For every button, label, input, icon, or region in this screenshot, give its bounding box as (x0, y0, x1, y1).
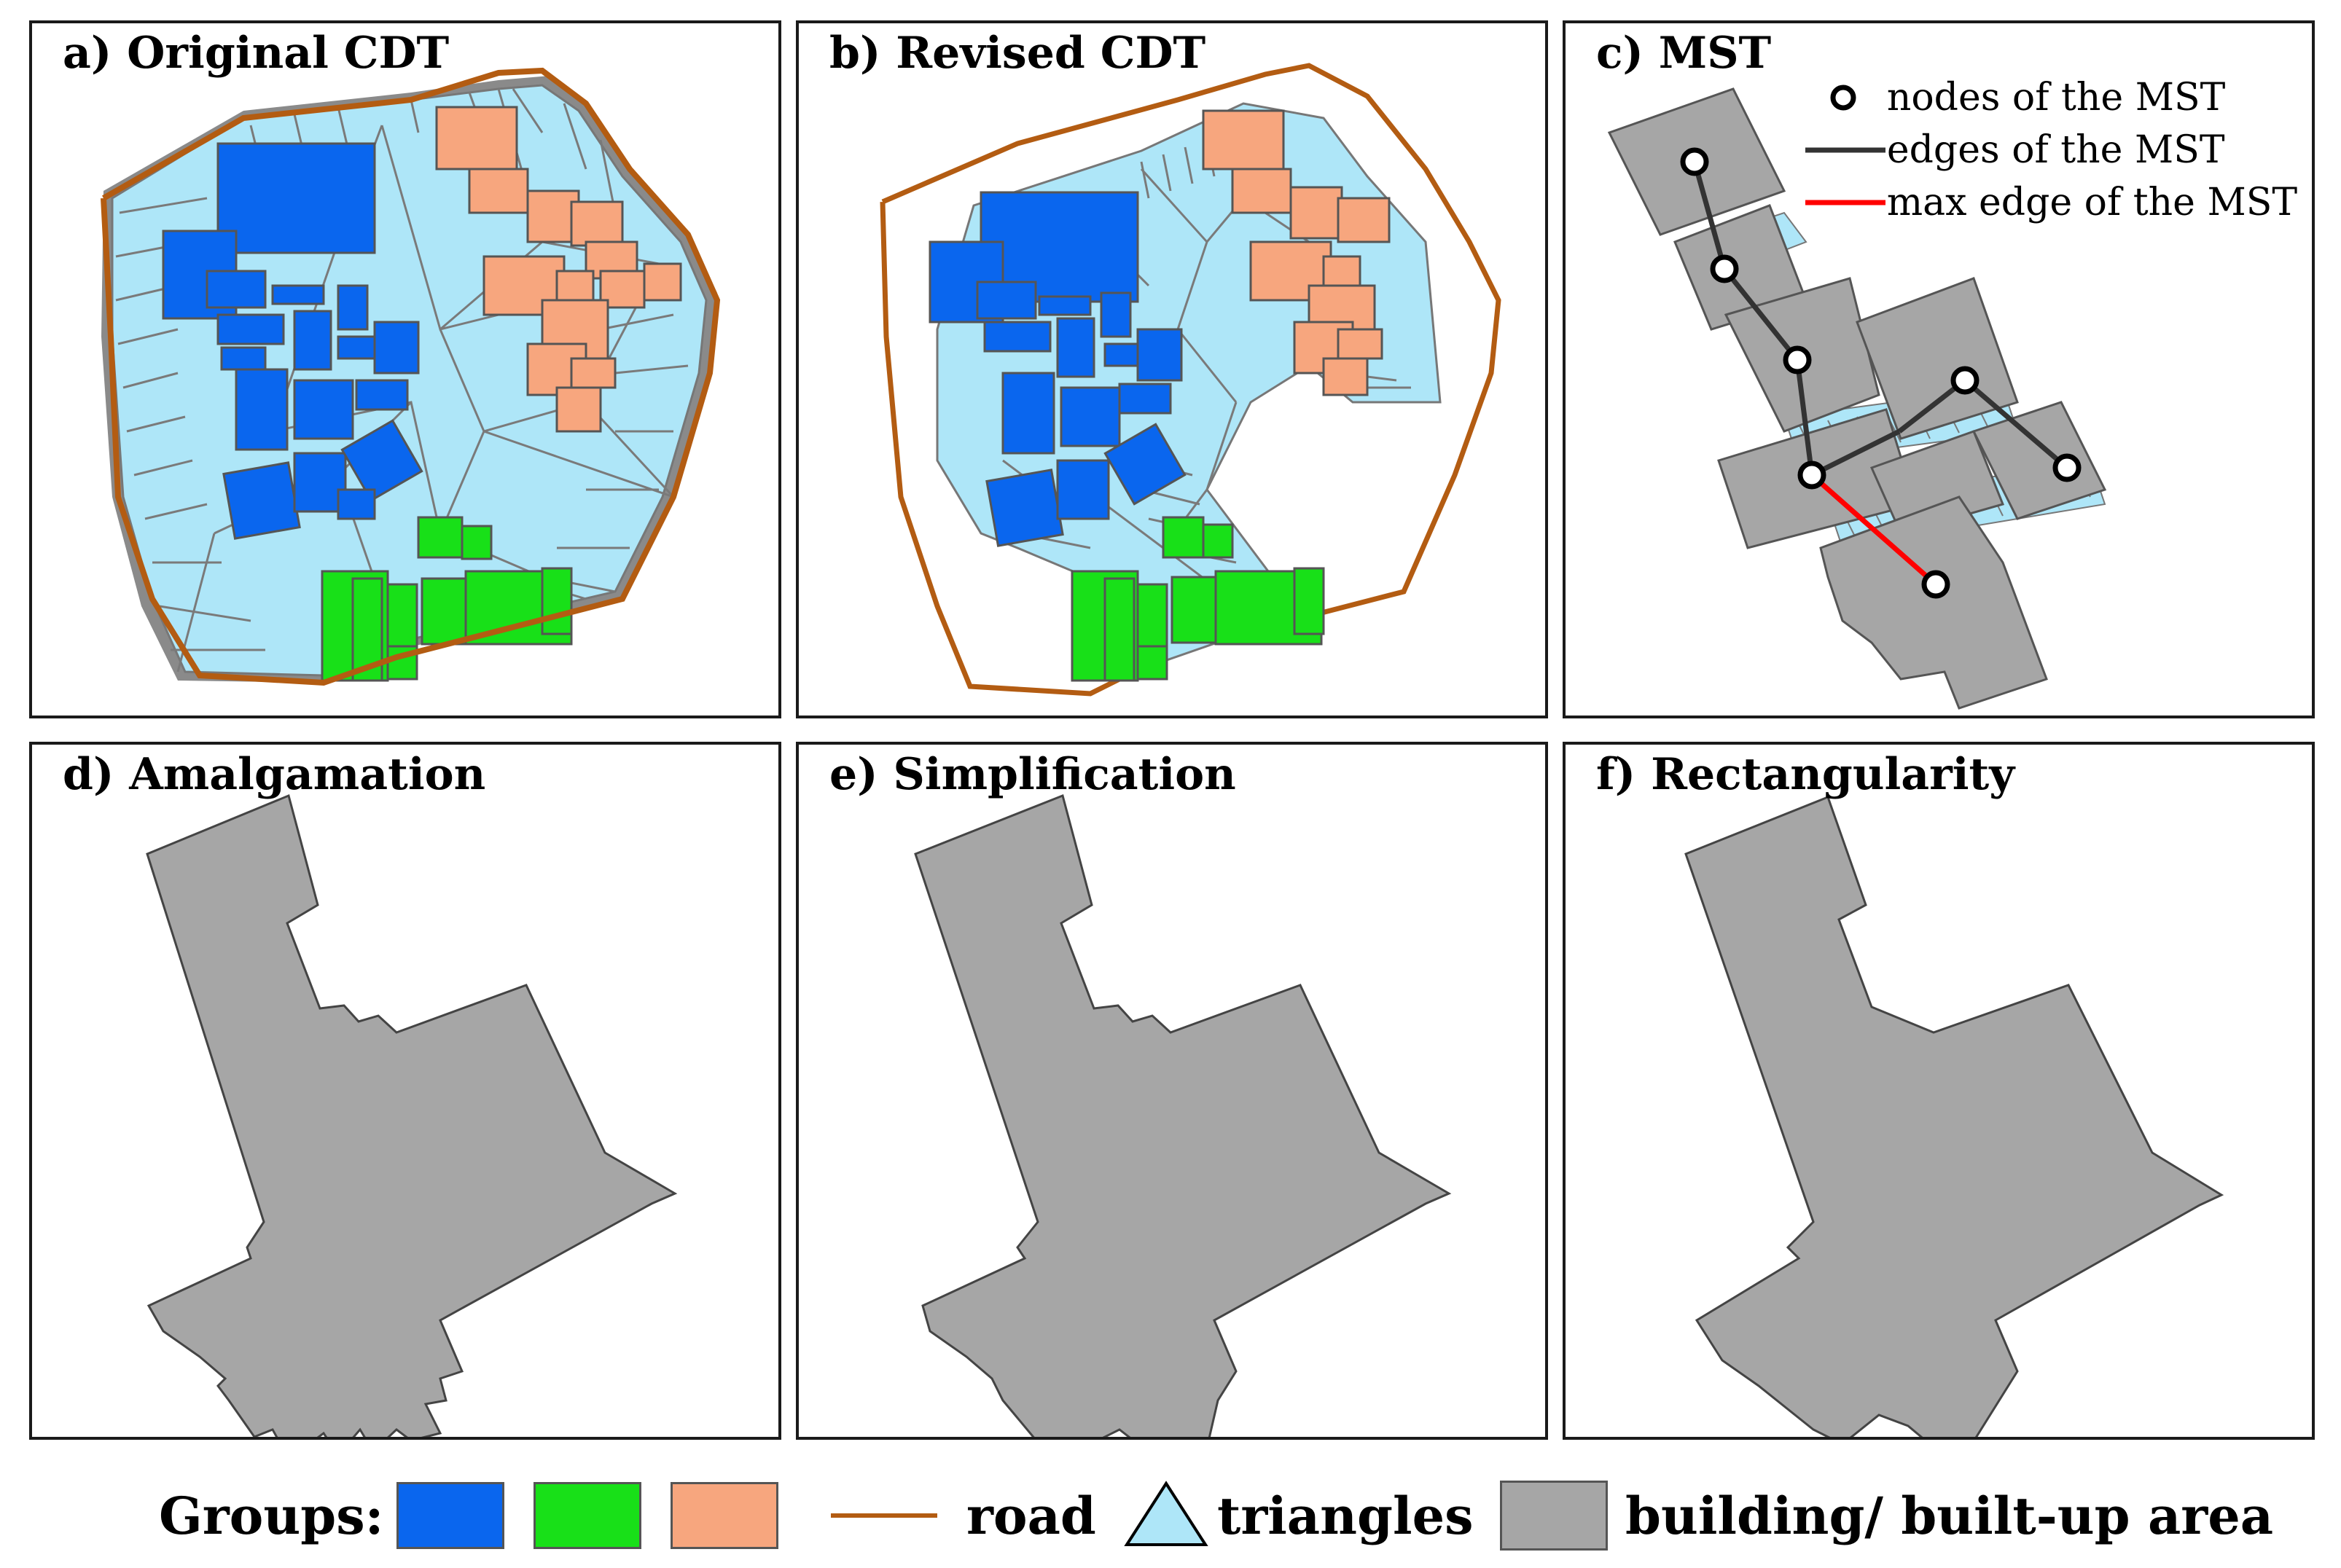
groups-label: Groups: (159, 1485, 384, 1546)
road-swatch (831, 1513, 937, 1518)
bottom-legend: Groups: road triangles building/ built-u… (0, 1472, 2341, 1559)
panel-revised-cdt: b) Revised CDT (796, 20, 1548, 718)
mst-legend-nodes-label: nodes of the MST (1886, 76, 2226, 119)
groups-legend: Groups: (159, 1479, 779, 1552)
mst-legend-edges: edges of the MST (1799, 124, 2297, 176)
panel-title: c) MST (1596, 28, 1772, 79)
building-polygon (914, 793, 1452, 1437)
mst-legend-edges-label: edges of the MST (1886, 128, 2225, 172)
node-symbol (1830, 85, 1856, 111)
mst-edge (1794, 359, 1815, 476)
group-green-swatch (534, 1482, 642, 1549)
mst-map (1607, 87, 2107, 710)
group-blue-buildings (929, 191, 1187, 547)
road-line (880, 63, 1501, 697)
panel-rectangularity: f) Rectangularity (1563, 742, 2315, 1440)
mst-legend: nodes of the MST edges of the MST max ed… (1799, 71, 2297, 229)
group-blue-buildings (162, 142, 423, 540)
mst-legend-nodes: nodes of the MST (1799, 71, 2297, 124)
mst-nodes (1680, 147, 2082, 599)
panel-simplification: e) Simplification (796, 742, 1548, 1440)
triangle-icon (1124, 1481, 1208, 1546)
triangles-label: triangles (1217, 1485, 1474, 1546)
panel-mst: c) MST (1563, 20, 2315, 718)
group-orange-buildings (1202, 109, 1391, 396)
revised-cdt-map (880, 63, 1501, 697)
group-green-buildings (1071, 516, 1325, 682)
panel-title: b) Revised CDT (829, 28, 1206, 79)
panel-title: f) Rectangularity (1596, 749, 2015, 800)
max-edge-symbol (1805, 200, 1885, 205)
panel-original-cdt: a) Original CDT (29, 20, 781, 718)
mst-legend-max-edge: max edge of the MST (1799, 176, 2297, 229)
building-label: building/ built-up area (1625, 1485, 2274, 1546)
panel-title: a) Original CDT (63, 28, 450, 79)
group-blue-swatch (396, 1482, 505, 1549)
original-cdt-map (101, 67, 721, 686)
panel-title: d) Amalgamation (63, 749, 486, 800)
group-orange-swatch (671, 1482, 779, 1549)
mst-edge (1722, 267, 1799, 362)
panel-title: e) Simplification (829, 749, 1236, 800)
panel-amalgamation: d) Amalgamation (29, 742, 781, 1440)
mst-max-edge (1810, 473, 1938, 587)
road-legend: road (831, 1479, 1096, 1552)
triangles-legend: triangles (1122, 1479, 1474, 1552)
mst-legend-max-edge-label: max edge of the MST (1886, 181, 2297, 224)
building-swatch (1500, 1481, 1608, 1551)
building-polygon (146, 793, 678, 1437)
edge-symbol (1805, 147, 1885, 153)
road-line (101, 67, 721, 686)
simplification-shape (914, 793, 1452, 1437)
group-orange-buildings (435, 106, 682, 433)
mst-edge (1963, 378, 2069, 470)
rectangularity-shape (1684, 796, 2224, 1437)
building-polygon (1684, 796, 2224, 1437)
road-label: road (966, 1485, 1096, 1546)
mst-edge (1692, 161, 1727, 270)
building-legend: building/ built-up area (1500, 1479, 2273, 1552)
mst-edge (1810, 428, 1901, 478)
amalgamation-shape (146, 793, 678, 1437)
